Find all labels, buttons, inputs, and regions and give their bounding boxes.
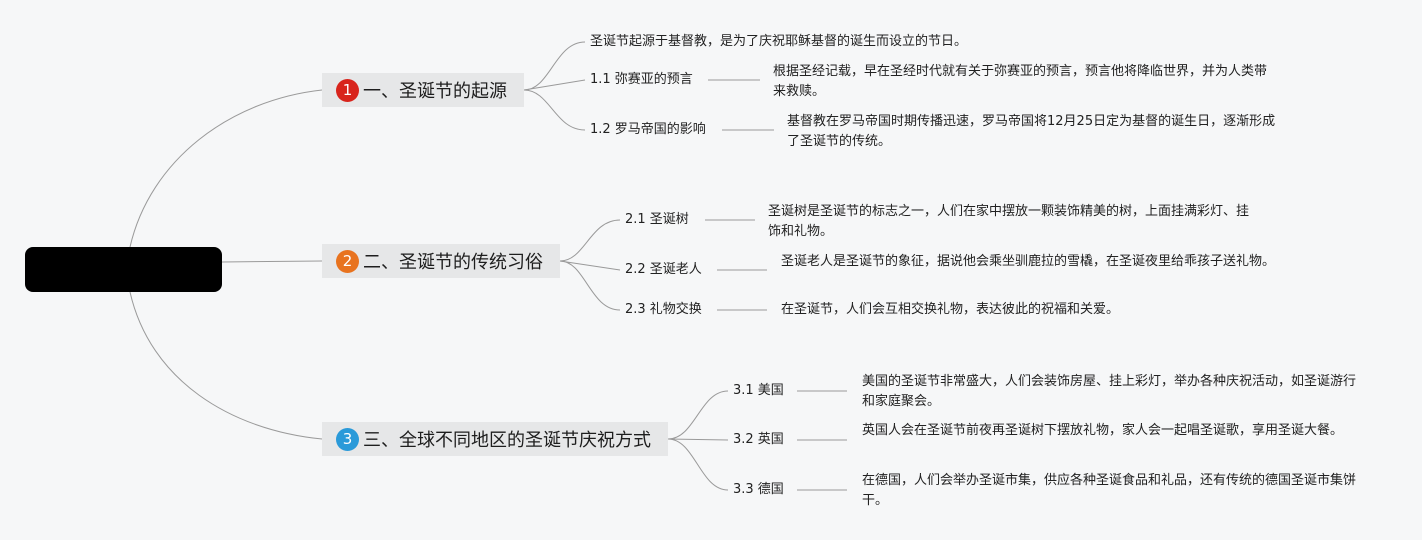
topic-text: 在德国，人们会举办圣诞市集，供应各种圣诞食品和礼品，还有传统的德国圣诞市集饼干。 — [862, 473, 1357, 508]
branch-node-origin[interactable]: 1 一、圣诞节的起源 — [322, 73, 524, 107]
topic-text: 圣诞老人是圣诞节的象征，据说他会乘坐驯鹿拉的雪橇，在圣诞夜里给乖孩子送礼物。 — [781, 254, 1276, 269]
connector-b3-c2 — [667, 438, 729, 441]
branch-title: 三、全球不同地区的圣诞节庆祝方式 — [363, 430, 651, 451]
connector-b3-c3 — [667, 438, 729, 491]
topic-label[interactable]: 3.3 德国 — [733, 482, 784, 497]
connector-b2-c1 — [559, 219, 621, 262]
connector-b2-c3 — [559, 260, 621, 311]
number-badge-1: 1 — [336, 78, 359, 102]
topic-text: 根据圣经记载，早在圣经时代就有关于弥赛亚的预言，预言他将降临世界，并为人类带来救… — [773, 64, 1268, 99]
number-badge-2: 2 — [336, 249, 359, 273]
branch-title: 二、圣诞节的传统习俗 — [363, 252, 543, 273]
connector-root-b2 — [221, 260, 323, 263]
connector-b2-c2 — [559, 260, 621, 271]
topic-label[interactable]: 3.2 英国 — [733, 432, 784, 447]
topic-text: 美国的圣诞节非常盛大，人们会装饰房屋、挂上彩灯，举办各种庆祝活动，如圣诞游行和家… — [862, 374, 1357, 409]
connector-root-b3 — [129, 291, 323, 440]
topic-text: 基督教在罗马帝国时期传播迅速，罗马帝国将12月25日定为基督的诞生日，逐渐形成了… — [787, 114, 1276, 149]
origin-intro-text: 圣诞节起源于基督教，是为了庆祝耶稣基督的诞生而设立的节日。 — [590, 34, 968, 49]
connector-b1-c1 — [523, 79, 586, 91]
connector-b1-c2 — [523, 89, 586, 131]
branch-node-celebrations[interactable]: 3 三、全球不同地区的圣诞节庆祝方式 — [322, 422, 668, 456]
branch-title: 一、圣诞节的起源 — [363, 81, 507, 102]
topic-label[interactable]: 2.1 圣诞树 — [625, 212, 689, 227]
topic-text: 英国人会在圣诞节前夜再圣诞树下摆放礼物，家人会一起唱圣诞歌，享用圣诞大餐。 — [862, 423, 1344, 438]
topic-label[interactable]: 2.3 礼物交换 — [625, 302, 702, 317]
number-badge-3: 3 — [336, 427, 359, 451]
connector-root-b1 — [129, 89, 323, 248]
topic-label[interactable]: 1.1 弥赛亚的预言 — [590, 72, 693, 87]
topic-text: 圣诞树是圣诞节的标志之一，人们在家中摆放一颗装饰精美的树，上面挂满彩灯、挂饰和礼… — [768, 204, 1250, 239]
topic-label[interactable]: 1.2 罗马帝国的影响 — [590, 122, 706, 137]
topic-text: 在圣诞节，人们会互相交换礼物，表达彼此的祝福和关爱。 — [781, 302, 1120, 317]
connector-b3-c1 — [667, 390, 729, 440]
connector-b1-intro — [523, 41, 586, 91]
topic-label[interactable]: 3.1 美国 — [733, 383, 784, 398]
topic-label[interactable]: 2.2 圣诞老人 — [625, 262, 702, 277]
branch-node-customs[interactable]: 2 二、圣诞节的传统习俗 — [322, 244, 560, 278]
root-node[interactable] — [25, 247, 222, 292]
